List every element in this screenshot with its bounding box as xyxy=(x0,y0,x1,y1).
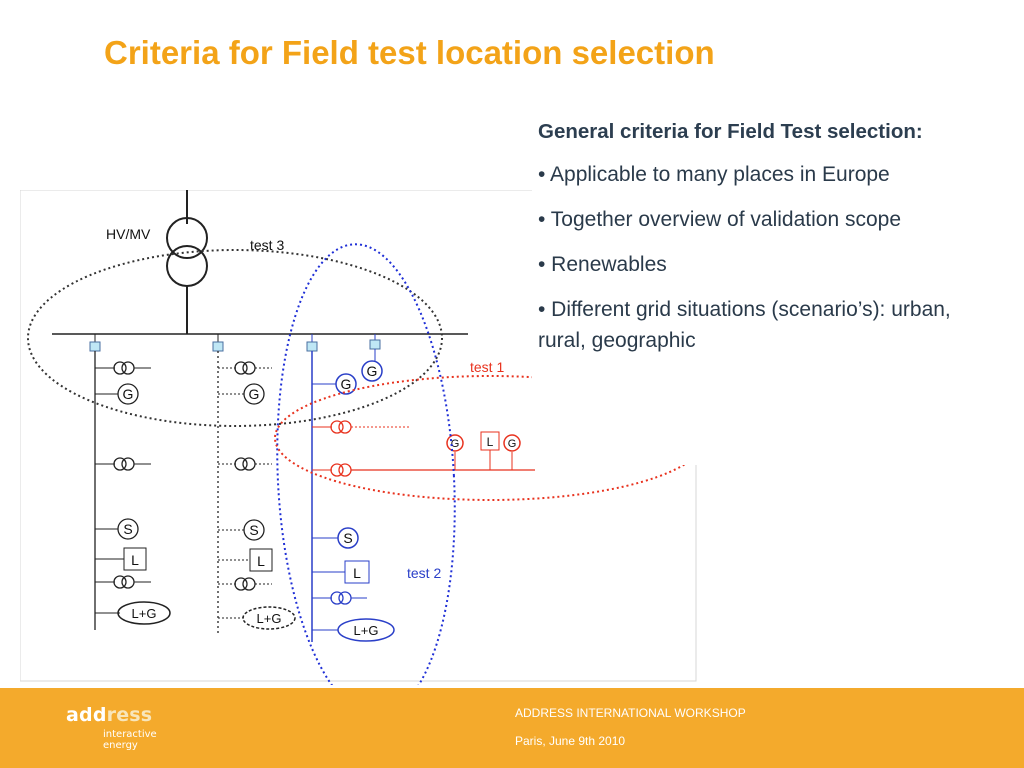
grid-diagram: HV/MV test 3 G S L L+G xyxy=(20,190,700,685)
criteria-item: • Different grid situations (scenario’s)… xyxy=(538,298,951,352)
svg-text:L+G: L+G xyxy=(257,611,282,626)
svg-text:G: G xyxy=(341,376,352,392)
text-panel-mask xyxy=(532,190,700,465)
criteria-item: • Renewables xyxy=(538,253,667,276)
logo-tagline: interactive energy xyxy=(103,729,157,751)
footer-bar: address interactive energy ADDRESS INTER… xyxy=(0,688,1024,768)
criteria-list: • Applicable to many places in Europe • … xyxy=(538,159,978,356)
svg-text:L: L xyxy=(131,552,139,568)
svg-text:L: L xyxy=(487,435,494,449)
svg-text:S: S xyxy=(343,530,352,546)
svg-text:S: S xyxy=(123,521,132,537)
svg-text:G: G xyxy=(508,438,517,450)
criteria-heading: General criteria for Field Test selectio… xyxy=(538,120,923,143)
test2-label: test 2 xyxy=(407,565,441,581)
test2-ellipse xyxy=(276,243,456,685)
test3-ellipse xyxy=(27,249,443,427)
address-logo: address xyxy=(66,704,153,726)
svg-text:L: L xyxy=(353,565,361,581)
svg-text:G: G xyxy=(249,386,260,402)
svg-text:L+G: L+G xyxy=(132,606,157,621)
feeder-3: G G S L L+G xyxy=(306,334,395,642)
svg-text:G: G xyxy=(123,386,134,402)
test3-label: test 3 xyxy=(250,237,284,253)
svg-text:S: S xyxy=(249,522,258,538)
feeder-1: G S L L+G xyxy=(89,334,171,630)
svg-text:L+G: L+G xyxy=(354,623,379,638)
criteria-panel: General criteria for Field Test selectio… xyxy=(538,116,978,370)
event-date: Paris, June 9th 2010 xyxy=(515,734,626,748)
test1-branches: G L G xyxy=(312,420,535,477)
feeder-2: G S L L+G xyxy=(212,334,296,635)
svg-text:L: L xyxy=(257,553,265,569)
criteria-item: • Together overview of validation scope xyxy=(538,208,902,231)
substation-label: HV/MV xyxy=(106,226,151,242)
slide-title: Criteria for Field test location selecti… xyxy=(104,34,715,71)
svg-text:G: G xyxy=(451,438,460,450)
transformer-upper xyxy=(166,217,208,259)
criteria-item: • Applicable to many places in Europe xyxy=(538,163,890,186)
svg-text:G: G xyxy=(367,363,378,379)
event-name: ADDRESS INTERNATIONAL WORKSHOP xyxy=(515,706,746,720)
test1-label: test 1 xyxy=(470,359,504,375)
